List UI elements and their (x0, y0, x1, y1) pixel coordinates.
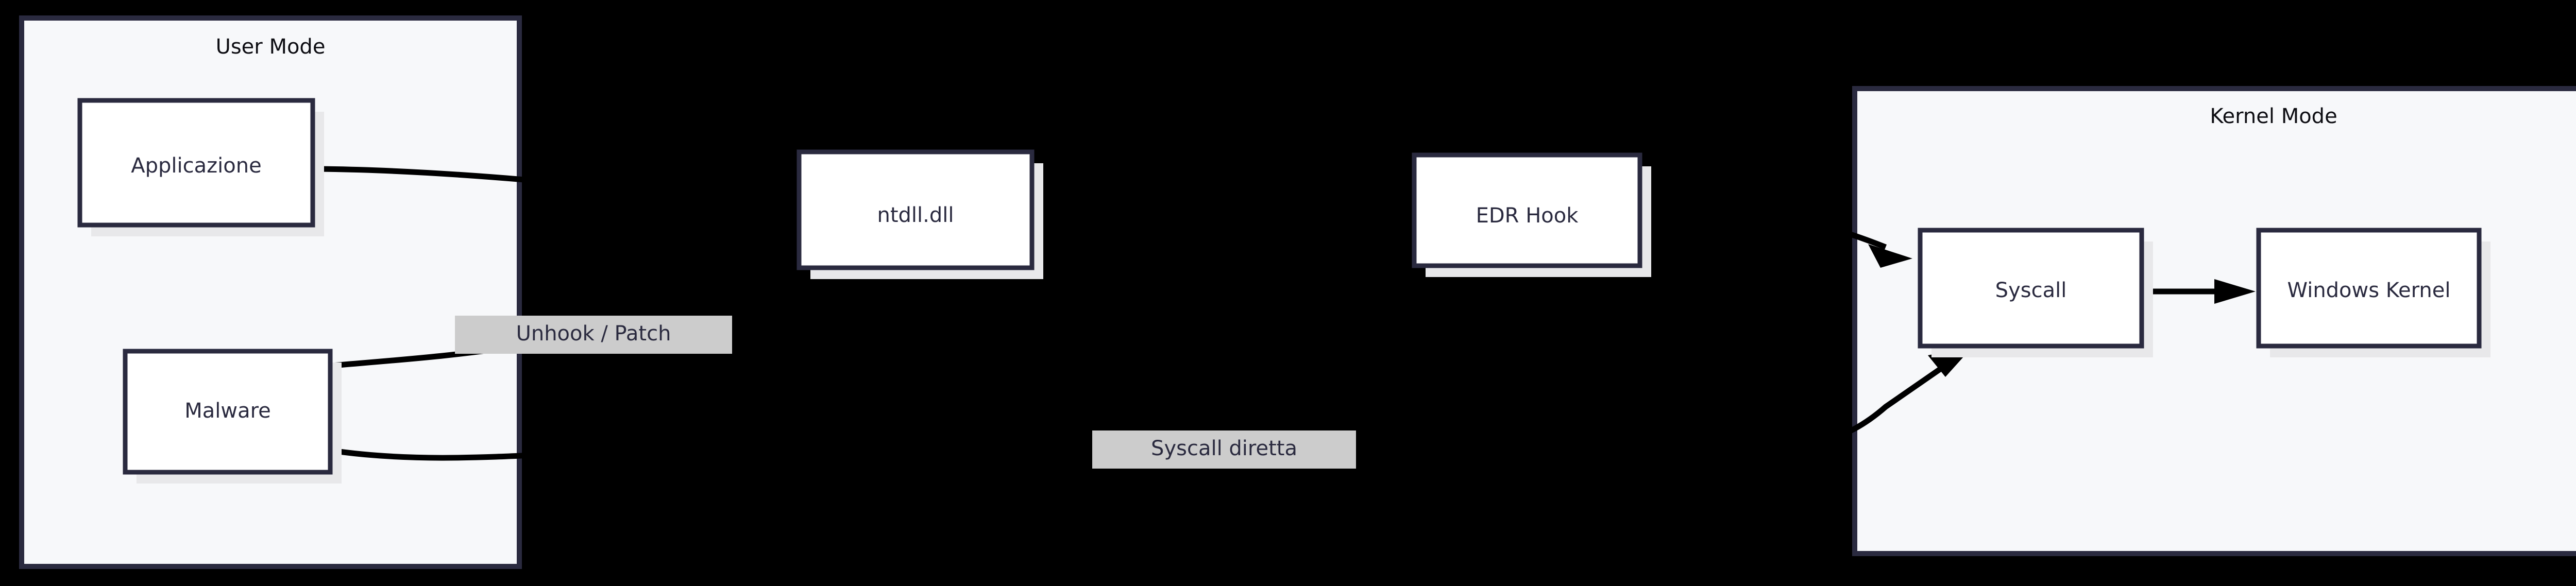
node-label: Windows Kernel (2287, 279, 2451, 302)
node-label: Applicazione (131, 154, 261, 178)
edge-syscall-to-kernel (2143, 279, 2256, 304)
edge-label-text: Unhook / Patch (516, 322, 671, 346)
arrowhead-icon (1868, 244, 1912, 268)
node-box[interactable] (1918, 228, 2144, 349)
nodes-layer: Applicazione ntdll.dll EDR Hook Malware (77, 98, 2490, 484)
edge-label-unhook-patch: Unhook / Patch (455, 316, 732, 354)
node-box[interactable] (796, 149, 1035, 270)
node-malware[interactable]: Malware (123, 349, 342, 484)
node-ntdll-dll[interactable]: ntdll.dll (796, 149, 1043, 279)
node-label: EDR Hook (1476, 204, 1579, 228)
edge-label-background (1092, 430, 1356, 469)
arrowhead-icon (752, 199, 796, 222)
edge-edr-to-syscall (1641, 213, 1912, 268)
node-box[interactable] (2256, 228, 2482, 349)
node-box[interactable] (123, 349, 333, 475)
node-label: Syscall (1995, 279, 2067, 302)
cluster-user-mode-title: User Mode (216, 35, 326, 59)
edge-label-text: Syscall diretta (1151, 437, 1297, 460)
node-box[interactable] (77, 98, 315, 228)
node-label: ntdll.dll (877, 203, 954, 227)
edge-ntdll-to-edr (1033, 204, 1412, 229)
arrowhead-icon (1370, 204, 1412, 229)
arrowhead-icon (2214, 279, 2256, 304)
edge-path (314, 166, 775, 209)
node-box[interactable] (1412, 152, 1642, 268)
node-edr-hook[interactable]: EDR Hook (1412, 152, 1651, 277)
edge-labels-layer: Unhook / Patch Syscall diretta (455, 316, 1356, 469)
node-label: Malware (184, 399, 271, 423)
arrowhead-icon (749, 249, 794, 272)
edge-app-to-ntdll (314, 166, 796, 222)
edge-path (331, 358, 1955, 461)
edge-label-syscall-diretta: Syscall diretta (1092, 430, 1356, 469)
node-windows-kernel[interactable]: Windows Kernel (2256, 228, 2490, 357)
edge-path (1641, 213, 1887, 250)
cluster-kernel-mode-title: Kernel Mode (2210, 105, 2337, 128)
node-applicazione[interactable]: Applicazione (77, 98, 324, 236)
node-syscall[interactable]: Syscall (1918, 228, 2153, 357)
edge-label-background (455, 316, 732, 354)
